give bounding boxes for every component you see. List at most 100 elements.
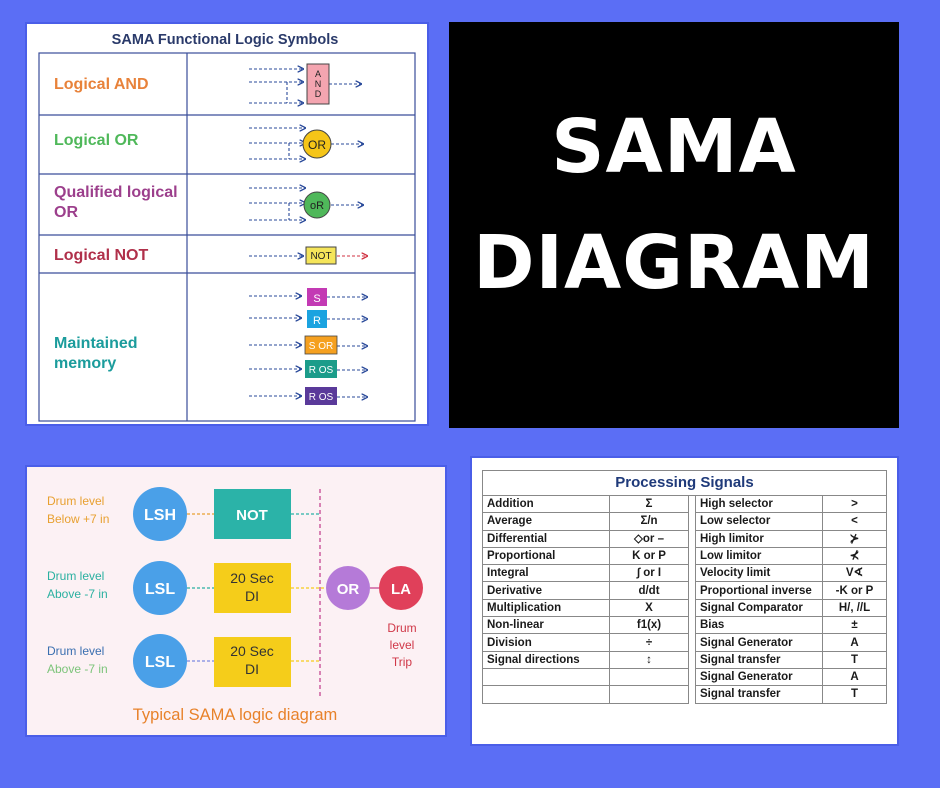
cell-left-name: Average [482, 512, 610, 531]
cell-right-symbol: < [822, 512, 887, 531]
cell-right-symbol: ± [822, 616, 887, 635]
cell-right-name: Low limitor [695, 546, 823, 566]
cell-right-name: High selector [695, 494, 823, 514]
or-circle [326, 566, 370, 610]
row3-label-1: Drum level [47, 644, 104, 658]
cell-gap [688, 599, 696, 617]
cell-left-name: Non-linear [482, 616, 610, 635]
label-logical-and: Logical AND [54, 76, 149, 93]
label-qualified-or-1: Qualified logical [54, 184, 178, 201]
cell-gap [688, 530, 696, 548]
cell-right-symbol: V∢ [822, 564, 887, 583]
cell-gap [688, 495, 696, 513]
cell-right-name: Signal Comparator [695, 598, 823, 618]
cell-right-name: Bias [695, 616, 823, 635]
cell-left-symbol: ◇or – [609, 529, 689, 548]
label-maintained-2: memory [54, 355, 116, 372]
di-block-2 [214, 637, 291, 687]
cell-left-name [482, 685, 610, 704]
cell-right-name: Signal transfer [695, 650, 823, 669]
row2-label-1: Drum level [47, 569, 104, 583]
row2-label-2: Above -7 in [47, 587, 108, 601]
di-block-1-line2: DI [245, 588, 259, 604]
lsl-text-1: LSL [145, 581, 175, 598]
label-maintained-1: Maintained [54, 335, 138, 352]
lsl-circle-1 [133, 561, 187, 615]
label-qualified-or-2: OR [54, 204, 78, 221]
cell-right-symbol: T [822, 685, 887, 704]
mem-block-r [307, 310, 327, 328]
cell-left-symbol [609, 685, 689, 704]
hero-panel: SAMA DIAGRAM [449, 22, 899, 428]
cell-right-name: Signal Generator [695, 667, 823, 687]
or-circle [302, 129, 332, 159]
sama-symbols-panel: SAMA Functional Logic Symbols Logical AN… [25, 22, 429, 426]
cell-right-symbol: > [822, 494, 887, 514]
cell-right-name: Low selector [695, 512, 823, 531]
cell-gap [688, 633, 696, 652]
cell-right-symbol: ⊁ [822, 529, 887, 548]
not-text: NOT [310, 251, 331, 262]
cell-left-symbol: Σ/n [609, 512, 689, 531]
and-letter-d: D [315, 89, 322, 99]
cell-left-name: Differential [482, 529, 610, 548]
row1-label-2: Below +7 in [47, 512, 109, 526]
cell-left-symbol [609, 667, 689, 687]
processing-title: Processing Signals [482, 470, 887, 496]
cell-right-name: Signal Generator [695, 633, 823, 652]
mem-block-ros-2 [305, 387, 337, 405]
cell-gap [688, 685, 696, 704]
logic-diagram-svg: Drum level Below +7 in LSH NOT Drum leve… [47, 487, 423, 724]
cell-gap [688, 616, 696, 634]
trip-line-3: Trip [392, 655, 413, 669]
row3-label-2: Above -7 in [47, 662, 108, 676]
qor-circle [303, 191, 331, 219]
lsl-circle-2 [133, 634, 187, 688]
cell-left-symbol: Σ [609, 494, 689, 514]
di-block-2-line2: DI [245, 661, 259, 677]
cell-right-symbol: A [822, 633, 887, 652]
cell-right-symbol: A [822, 667, 887, 687]
mem-text-ros-1: R OS [309, 365, 334, 376]
diagram-caption: Typical SAMA logic diagram [133, 706, 338, 724]
cell-gap [688, 512, 696, 531]
cell-gap [688, 547, 696, 565]
cell-left-name: Multiplication [482, 598, 610, 618]
cell-left-symbol: X [609, 598, 689, 618]
label-logical-or: Logical OR [54, 132, 139, 149]
la-circle [379, 566, 423, 610]
cell-gap [688, 581, 696, 600]
cell-right-symbol: T [822, 650, 887, 669]
cell-left-name: Division [482, 633, 610, 652]
and-block [306, 63, 330, 105]
hero-line-1: SAMA [551, 104, 797, 190]
label-logical-not: Logical NOT [54, 247, 148, 264]
cell-right-name: Proportional inverse [695, 581, 823, 600]
qor-text: oR [310, 200, 324, 212]
cell-left-name: Proportional [482, 546, 610, 566]
hero-line-2: DIAGRAM [473, 220, 875, 306]
or-text: OR [308, 138, 326, 152]
mem-text-s: S [313, 293, 320, 305]
cell-left-symbol: d/dt [609, 581, 689, 600]
row1-label-1: Drum level [47, 494, 104, 508]
lsl-text-2: LSL [145, 654, 175, 671]
and-letter-n: N [315, 79, 322, 89]
qor-inputs [249, 188, 363, 220]
cell-right-symbol: H/, //L [822, 598, 887, 618]
lsh-text: LSH [144, 507, 176, 524]
cell-left-symbol: ÷ [609, 633, 689, 652]
la-text: LA [391, 581, 411, 598]
cell-gap [688, 668, 696, 686]
cell-left-symbol: f1(x) [609, 616, 689, 635]
cell-left-name: Integral [482, 564, 610, 583]
cell-left-symbol: ↕ [609, 650, 689, 669]
